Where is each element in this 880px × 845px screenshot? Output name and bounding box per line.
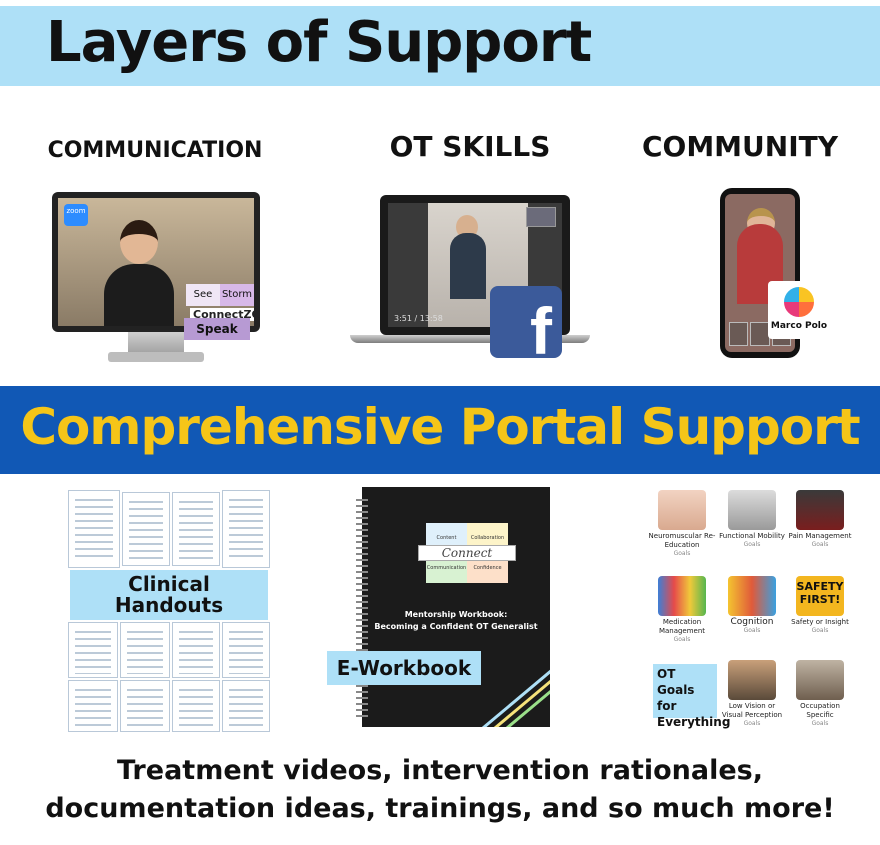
goal-sub: Goals	[811, 627, 829, 634]
goal-functional-mobility: Functional Mobility Goals	[718, 490, 786, 549]
safety-first-sign: SAFETY FIRST!	[796, 576, 844, 616]
facebook-icon: f	[490, 286, 562, 364]
goal-name: Occupation Specific	[800, 702, 840, 719]
handout-sheet	[172, 622, 220, 678]
goal-name: Neuromuscular Re-Education	[648, 532, 716, 549]
pain-icon	[796, 490, 844, 530]
thumbnail	[750, 322, 770, 346]
zoom-call-monitor-image: zoom See Storm ConnectZOOM Speak	[52, 192, 260, 374]
facebook-glyph: f	[530, 294, 552, 368]
e-workbook-label: E-Workbook	[327, 651, 481, 685]
goals-collage: Neuromuscular Re-Education Goals Functio…	[648, 488, 854, 729]
goal-sub: Goals	[673, 550, 691, 557]
patient-figure	[450, 233, 486, 299]
handout-sheet	[68, 680, 118, 732]
handout-sheet	[122, 492, 170, 566]
hands-icon	[658, 490, 706, 530]
pill-box-icon	[658, 576, 706, 616]
goal-sub: Goals	[743, 627, 761, 634]
goal-occupation-specific: Occupation Specific Goals	[786, 660, 854, 728]
handout-sheet	[120, 622, 170, 678]
goal-safety: SAFETY FIRST! Safety or Insight Goals	[786, 576, 854, 635]
presenter-head	[120, 220, 158, 264]
monitor-base	[108, 352, 204, 362]
cooking-icon	[796, 660, 844, 700]
workbook-connect-logo: Connect	[418, 545, 516, 561]
monitor-stand	[128, 332, 184, 354]
goal-cognition: Cognition Goals	[718, 576, 786, 635]
walker-icon	[728, 490, 776, 530]
handout-sheet	[222, 680, 270, 732]
portal-title: Comprehensive Portal Support	[20, 398, 860, 456]
handout-sheet	[172, 680, 220, 732]
goal-pain-management: Pain Management Goals	[786, 490, 854, 549]
monitor-frame: zoom See Storm ConnectZOOM	[52, 192, 260, 332]
goal-sub: Goals	[811, 720, 829, 727]
goal-name: Low Vision or Visual Perception	[721, 702, 783, 719]
goal-sub: Goals	[743, 720, 761, 727]
footer-line2: documentation ideas, trainings, and so m…	[45, 793, 835, 824]
ot-goals-label: OT Goals for Everything	[653, 664, 730, 729]
connect-zoom-logo: ConnectZOOM	[190, 308, 254, 321]
goal-name: Functional Mobility	[719, 532, 785, 540]
workbook-stripes	[480, 667, 550, 727]
workbook-title: Mentorship Workbook: Becoming a Confiden…	[362, 609, 550, 633]
goal-name: Cognition	[730, 617, 774, 627]
storm-tile: Storm	[220, 284, 254, 306]
goal-sub: Goals	[673, 636, 691, 643]
speak-tile: Speak	[184, 318, 250, 340]
handout-sheet	[172, 492, 220, 566]
picture-in-picture	[526, 207, 556, 227]
goal-low-vision: Low Vision or Visual Perception Goals	[718, 660, 786, 728]
goal-neuromuscular: Neuromuscular Re-Education Goals	[648, 490, 716, 558]
communication-heading: COMMUNICATION	[47, 138, 263, 163]
presenter-figure	[104, 220, 174, 326]
workbook-title-line2: Becoming a Confident OT Generalist	[374, 622, 538, 631]
portal-banner: Comprehensive Portal Support	[0, 386, 880, 474]
magnifier-icon	[728, 660, 776, 700]
goal-sub: Goals	[743, 541, 761, 548]
workbook-title-line1: Mentorship Workbook:	[404, 610, 508, 619]
goal-name: Safety or Insight	[791, 618, 849, 626]
page-title: Layers of Support	[46, 10, 592, 75]
thumbnail	[729, 322, 749, 346]
clinical-handouts-collage: Clinical Handouts	[68, 490, 270, 732]
spiral-binding	[356, 495, 368, 721]
laptop-keyboard	[350, 335, 590, 343]
blocks-icon	[728, 576, 776, 616]
goal-name: Medication Management	[658, 618, 706, 635]
ot-skills-heading: OT SKILLS	[389, 130, 551, 163]
workbook-cover-image: Content Collaboration Communication Conf…	[356, 487, 550, 727]
marco-polo-badge: Marco Polo	[768, 281, 830, 339]
top-banner: Layers of Support	[0, 6, 880, 86]
handout-sheet	[68, 622, 118, 678]
monitor-screen: zoom See Storm ConnectZOOM	[58, 198, 254, 326]
presenter-body	[104, 264, 174, 326]
goal-sub: Goals	[811, 541, 829, 548]
handout-sheet	[222, 490, 270, 568]
goal-name: Pain Management	[788, 532, 852, 540]
clinical-handouts-line1: Clinical	[128, 572, 210, 596]
clinical-handouts-line2: Handouts	[114, 593, 224, 617]
clinical-handouts-label: Clinical Handouts	[70, 570, 268, 620]
handout-sheet	[68, 490, 120, 568]
footer-line1: Treatment videos, intervention rationale…	[116, 755, 763, 786]
community-heading: COMMUNITY	[641, 130, 839, 163]
footer-caption: Treatment videos, intervention rationale…	[0, 752, 880, 828]
handout-sheet	[222, 622, 270, 678]
zoom-logo-icon: zoom	[64, 204, 88, 226]
marco-polo-logo-icon	[782, 285, 816, 319]
marco-polo-label: Marco Polo	[770, 321, 828, 331]
video-timestamp: 3:51 / 13:58	[394, 314, 443, 323]
see-tile: See	[186, 284, 220, 306]
handout-sheet	[120, 680, 170, 732]
goal-medication-management: Medication Management Goals	[648, 576, 716, 644]
